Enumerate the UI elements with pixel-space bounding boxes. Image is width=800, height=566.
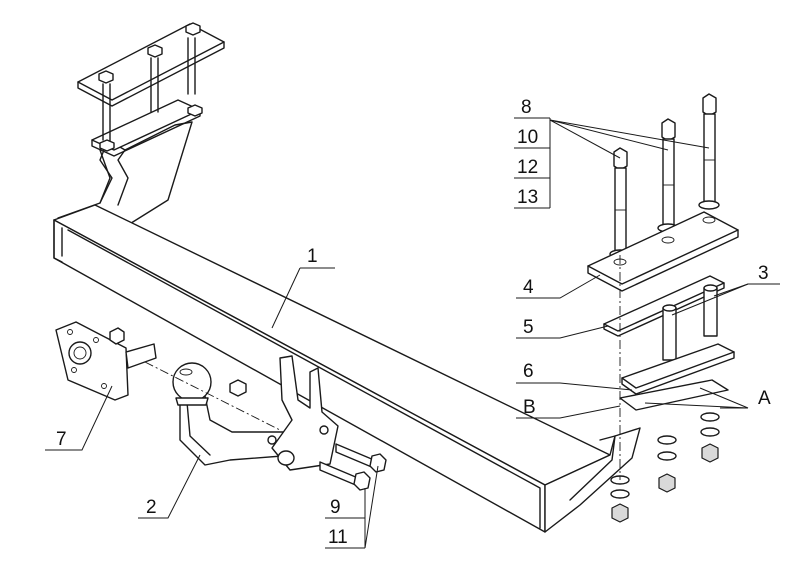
label-part-4: 4: [523, 277, 534, 298]
bolt-right: [702, 93, 717, 205]
label-part-10: 10: [517, 127, 538, 148]
label-part-13: 13: [517, 187, 538, 208]
label-part-1: 1: [307, 246, 318, 267]
label-part-8: 8: [521, 97, 532, 118]
label-part-7: 7: [56, 429, 67, 450]
label-part-11: 11: [328, 527, 348, 548]
label-part-9: 9: [330, 497, 341, 518]
label-part-6: 6: [523, 361, 534, 382]
part-labels: 1 2 7 9 11 4 5 6 B A 3 8 10 12 13: [56, 97, 771, 548]
bolt-left: [613, 147, 628, 264]
right-mounting-kit: [587, 93, 739, 523]
hitch-bolts: [319, 443, 387, 491]
label-part-2: 2: [146, 497, 157, 518]
label-part-12: 12: [517, 157, 538, 178]
socket-plate: [55, 321, 157, 401]
label-part-b: B: [523, 397, 536, 418]
label-part-5: 5: [523, 317, 534, 338]
left-mounting-bracket: [57, 22, 225, 241]
leader-lines: [45, 117, 780, 549]
label-part-a: A: [758, 388, 771, 409]
main-cross-bar: [53, 204, 641, 533]
hitch-bracket: [229, 355, 339, 471]
label-part-3: 3: [758, 263, 769, 284]
bolt-middle: [661, 118, 676, 228]
tow-ball-assembly: [172, 362, 296, 466]
